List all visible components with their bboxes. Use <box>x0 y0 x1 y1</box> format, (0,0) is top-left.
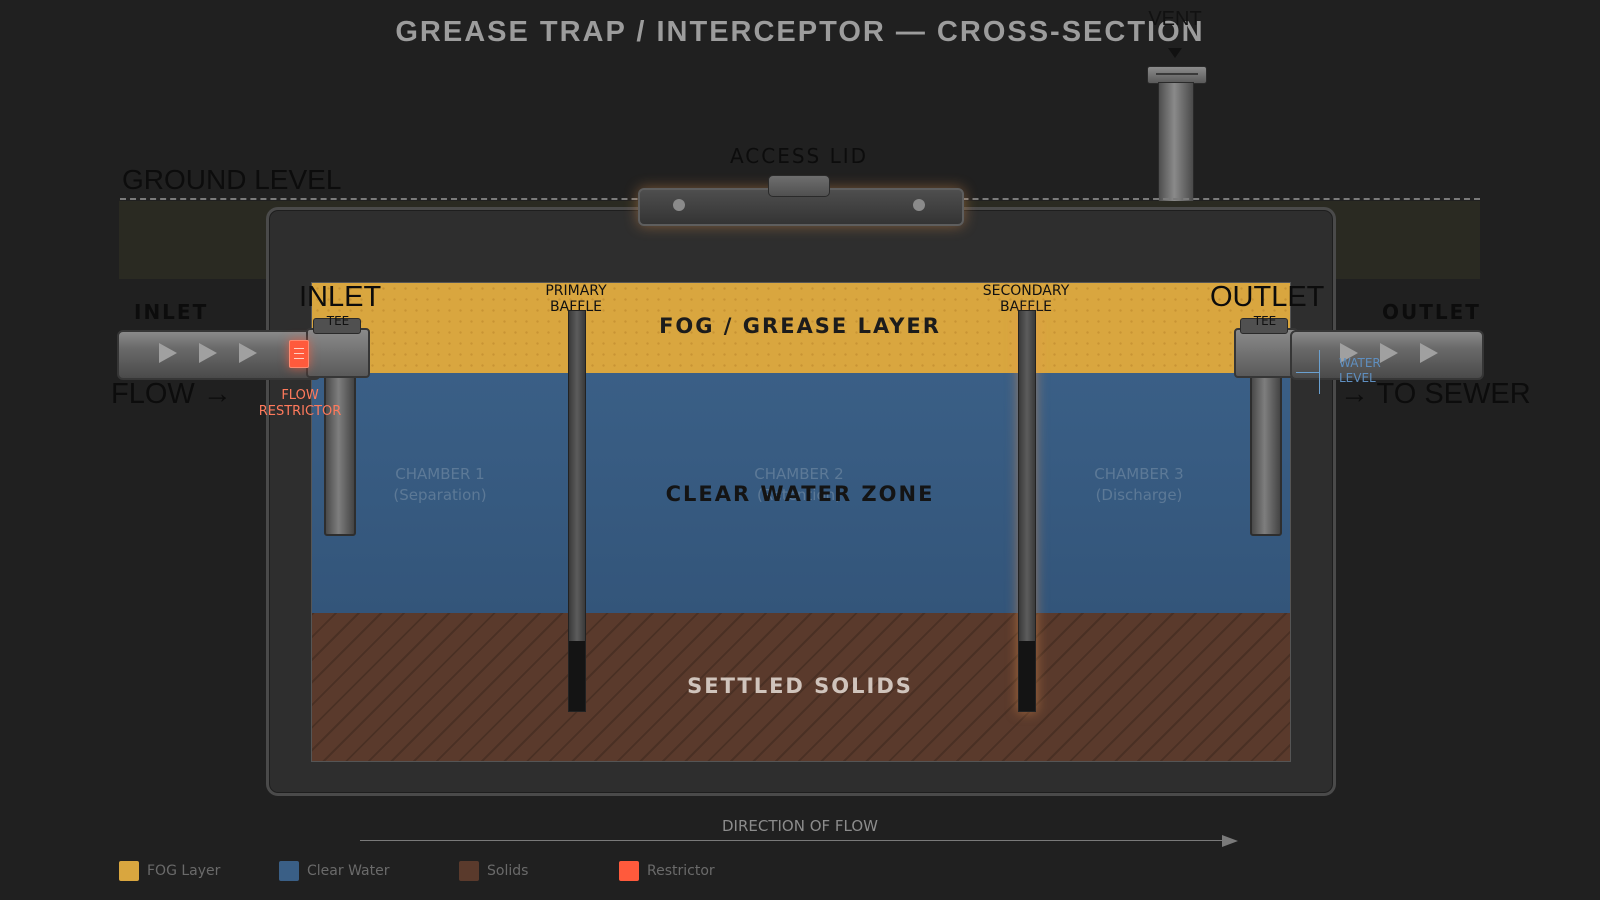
inlet-tee-label: TEE <box>326 314 350 328</box>
legend-item-fog: FOG Layer <box>119 861 220 881</box>
chamber-role: (Retention) <box>756 486 842 504</box>
flow-restrictor-label: FLOW RESTRICTOR <box>252 388 348 420</box>
outlet-pipe-label: OUTLET <box>1382 300 1481 324</box>
chamber-role: (Discharge) <box>1095 486 1183 504</box>
restrictor-label-line: FLOW <box>281 388 319 403</box>
legend-label: FOG Layer <box>147 863 221 879</box>
tank-contents <box>311 282 1291 762</box>
outlet-tee-leg <box>1250 372 1282 536</box>
chamber-3-label: CHAMBER 3 (Discharge) <box>1049 464 1229 506</box>
legend-label: Clear Water <box>307 863 390 879</box>
flow-restrictor[interactable] <box>289 340 309 368</box>
legend-swatch <box>279 861 299 881</box>
inlet-tee-title: INLET <box>299 281 382 313</box>
outlet-flow-label: → TO SEWER <box>1340 378 1531 410</box>
chamber-1-label: CHAMBER 1 (Separation) <box>350 464 530 506</box>
settled-solids-label: SETTLED SOLIDS <box>687 674 913 698</box>
flow-direction-arrow-icon <box>1222 835 1238 847</box>
water-level-tick <box>1319 350 1320 394</box>
inlet-tee-cap <box>313 318 361 334</box>
flow-arrow-icon <box>199 343 217 363</box>
legend-label: Restrictor <box>647 863 715 879</box>
water-level-label: WATER LEVEL <box>1339 356 1381 386</box>
baffle-label-line: PRIMARY <box>545 283 607 299</box>
outlet-tee-label: TEE <box>1253 314 1277 328</box>
baffle-label-line: BAFFLE <box>550 299 602 315</box>
vent-arrow-icon <box>1168 48 1182 58</box>
legend-label: Solids <box>487 863 529 879</box>
water-level-label-line: WATER <box>1339 356 1381 370</box>
flow-arrow-icon <box>1340 343 1358 363</box>
flow-arrow-icon <box>1420 343 1438 363</box>
chamber-role: (Separation) <box>393 486 487 504</box>
water-level-label-line: LEVEL <box>1339 371 1376 385</box>
clear-water-layer <box>312 373 1290 613</box>
inlet-flow-label: FLOW → <box>111 378 232 410</box>
inlet-tee <box>306 328 370 378</box>
clear-water-label: CLEAR WATER ZONE <box>665 482 935 506</box>
chamber-name: CHAMBER 2 <box>754 465 844 483</box>
diagram-title: GREASE TRAP / INTERCEPTOR — CROSS-SECTIO… <box>395 16 1205 48</box>
legend-swatch <box>119 861 139 881</box>
fog-layer <box>312 283 1290 373</box>
ground-level-label: GROUND LEVEL <box>122 164 342 195</box>
chamber-name: CHAMBER 3 <box>1094 465 1184 483</box>
access-lid-label: ACCESS LID <box>729 144 869 168</box>
legend-item-restrictor: Restrictor <box>619 861 715 881</box>
legend-swatch <box>619 861 639 881</box>
outlet-tee-cap <box>1240 318 1288 334</box>
vent-pipe <box>1158 82 1194 224</box>
secondary-baffle-label: SECONDARY BAFFLE <box>966 283 1086 315</box>
chamber-name: CHAMBER 1 <box>395 465 485 483</box>
outlet-tee <box>1234 328 1298 378</box>
restrictor-label-line: RESTRICTOR <box>258 404 342 419</box>
flow-arrow-icon <box>1380 343 1398 363</box>
flow-direction-label: DIRECTION OF FLOW <box>721 817 879 835</box>
baffle-label-line: SECONDARY <box>982 283 1070 299</box>
secondary-baffle <box>1018 310 1036 712</box>
baffle-label-line: BAFFLE <box>1000 299 1052 315</box>
outlet-tee-title: OUTLET <box>1210 281 1325 313</box>
lid-bolt-icon <box>913 199 925 211</box>
fog-layer-label: FOG / GREASE LAYER <box>659 314 941 338</box>
chamber-2-label: CHAMBER 2 (Retention) <box>709 464 889 506</box>
flow-arrow-icon <box>239 343 257 363</box>
legend-swatch <box>459 861 479 881</box>
vent-label: VENT <box>1148 8 1202 30</box>
lid-handle[interactable] <box>768 175 830 197</box>
water-level-marker <box>1296 372 1320 373</box>
solids-layer <box>312 613 1290 761</box>
flow-arrow-icon <box>159 343 177 363</box>
legend-item-water: Clear Water <box>279 861 389 881</box>
primary-baffle-label: PRIMARY BAFFLE <box>516 283 636 315</box>
lid-bolt-icon <box>673 199 685 211</box>
flow-direction-line <box>360 840 1222 841</box>
inlet-pipe-label: INLET <box>134 300 209 324</box>
legend-item-solids: Solids <box>459 861 528 881</box>
primary-baffle <box>568 310 586 712</box>
